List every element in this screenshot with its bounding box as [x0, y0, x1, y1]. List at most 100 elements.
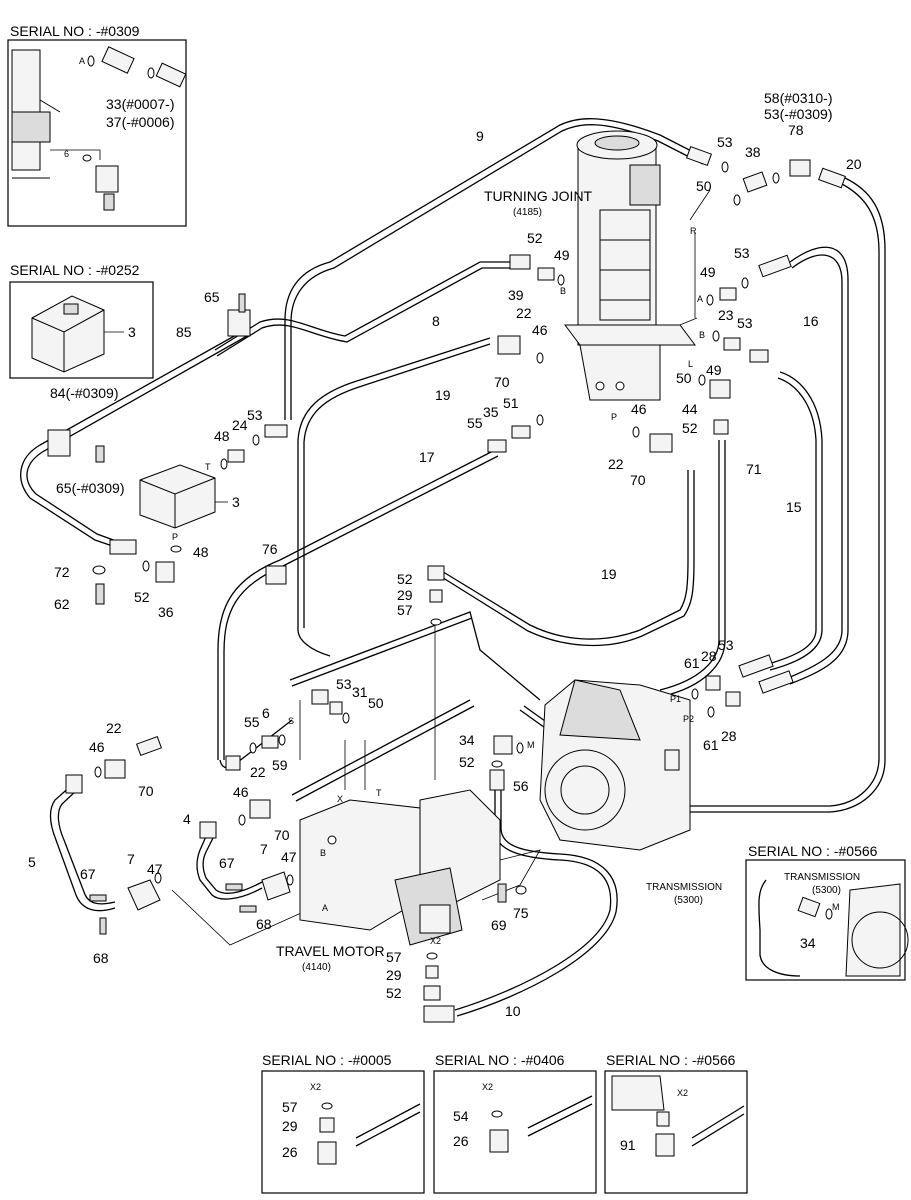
inset-motor-flange — [11, 111, 51, 143]
trans-port-p1: P1 — [670, 694, 681, 704]
inset-transmission-0566: SERIAL NO : -#0566 TRANSMISSION (5300) M… — [745, 843, 909, 981]
callout-47a: 47 — [147, 861, 163, 877]
callout-65: 65 — [204, 289, 220, 305]
callout-labels: 9 53 38 58(#0310-) 53(-#0309) 78 20 50 5… — [28, 90, 862, 1019]
oring-46-motor — [238, 814, 246, 826]
inset-adapter-stem — [103, 193, 115, 211]
transmission-top — [559, 679, 641, 741]
fitting-31 — [329, 701, 343, 715]
leader-motor-ports — [299, 700, 366, 790]
callout-76: 76 — [262, 541, 278, 557]
fitting-29-center — [429, 589, 443, 603]
oring-50-center — [342, 712, 350, 724]
inset-frame-top-left — [7, 39, 187, 227]
oring-50-right — [698, 374, 706, 386]
callout-52f: 52 — [386, 985, 402, 1001]
fitting-hose-16b — [758, 670, 794, 694]
serial-header-bottom-2: SERIAL NO : -#0406 — [435, 1052, 565, 1068]
fitting-52-right — [713, 419, 729, 435]
bolt-69 — [497, 883, 507, 903]
inset-bottom-0566: SERIAL NO : -#0566 X2 91 — [604, 1052, 748, 1194]
tm-port-a: A — [322, 903, 328, 913]
tm-port-t: T — [376, 788, 382, 798]
callout-28b: 28 — [721, 728, 737, 744]
bolt-67a — [89, 894, 107, 902]
fitting-28a — [705, 675, 721, 691]
callout-53e: 53 — [737, 315, 753, 331]
callout-52c: 52 — [682, 420, 698, 436]
callout-10: 10 — [505, 1003, 521, 1019]
pipe-to-motor-inner — [295, 705, 475, 802]
callout-78: 78 — [788, 122, 804, 138]
valve-3: T P — [139, 462, 228, 542]
callout-50a: 50 — [696, 178, 712, 194]
oring-55 — [249, 742, 257, 754]
callout-67b: 67 — [219, 855, 235, 871]
b1-port-x2: X2 — [310, 1082, 321, 1092]
callout-35: 35 — [483, 404, 499, 420]
pipe-4 — [196, 831, 263, 900]
serial-header-right: SERIAL NO : -#0566 — [748, 843, 878, 859]
fitting-hose-15 — [738, 654, 774, 678]
oring-61a — [691, 688, 699, 700]
callout-48a: 48 — [214, 428, 230, 444]
inset-leader-6 — [50, 149, 101, 160]
turning-joint: TURNING JOINT (4185) R A B L P B — [484, 130, 705, 422]
fittings — [47, 145, 846, 1023]
callout-24: 24 — [232, 417, 248, 433]
oring-52-trans — [491, 760, 503, 768]
callout-69: 69 — [491, 917, 507, 933]
turning-joint-code: (4185) — [513, 207, 542, 218]
fitting-hose-valve — [109, 539, 137, 555]
callout-5: 5 — [28, 854, 36, 870]
transmission-label: TRANSMISSION — [646, 882, 722, 893]
turning-joint-bracket — [599, 209, 651, 321]
inset-oring-b — [147, 67, 155, 79]
valve-3-port-t: T — [205, 462, 211, 472]
callout-4: 4 — [183, 811, 191, 827]
tm-port-x: X — [337, 794, 343, 804]
transmission-window — [664, 749, 680, 771]
b1-callout-29: 29 — [282, 1118, 298, 1134]
bolt-65 — [238, 293, 246, 313]
callout-53g: 53 — [718, 637, 734, 653]
inset-transmission-housing — [845, 883, 901, 977]
b1-adapter — [319, 1117, 335, 1133]
pipe-15-inner — [767, 377, 817, 665]
callout-53a: 53 — [717, 134, 733, 150]
pipe-center — [289, 611, 541, 701]
callout-52d: 52 — [397, 571, 413, 587]
callout-17: 17 — [419, 449, 435, 465]
fitting-53-right — [749, 349, 769, 363]
pipe-71-inner — [663, 440, 726, 697]
washer-72 — [92, 565, 106, 575]
fitting-52-bottom — [423, 985, 441, 1001]
callout-51: 51 — [503, 395, 519, 411]
inset-transmission-label: TRANSMISSION — [784, 872, 860, 883]
callout-85: 85 — [176, 324, 192, 340]
oring-57-center — [430, 618, 442, 626]
callout-46c: 46 — [89, 739, 105, 755]
fitting-6 — [261, 735, 279, 749]
callout-28a: 28 — [701, 648, 717, 664]
b2-port-x2: X2 — [482, 1082, 493, 1092]
callout-38: 38 — [745, 144, 761, 160]
callout-19b: 19 — [601, 566, 617, 582]
callout-72: 72 — [54, 564, 70, 580]
callout-3a: 3 — [128, 324, 136, 340]
travel-motor-code: (4140) — [302, 962, 331, 973]
inset-hose-end — [155, 62, 187, 88]
pipe-19-lower — [439, 470, 689, 640]
callout-36: 36 — [158, 604, 174, 620]
oring-47b — [286, 874, 294, 886]
tj-port-p — [595, 381, 605, 391]
callout-19a: 19 — [435, 387, 451, 403]
callout-22d: 22 — [250, 764, 266, 780]
tm-port-x2: X2 — [430, 936, 441, 946]
inset-oring-c — [82, 154, 92, 162]
bolt-62 — [95, 583, 105, 605]
bolt-67b — [225, 883, 243, 891]
pipe-left-loop — [20, 329, 246, 553]
fitting-49-a — [719, 287, 737, 301]
fitting-hose-end-9 — [685, 145, 713, 167]
